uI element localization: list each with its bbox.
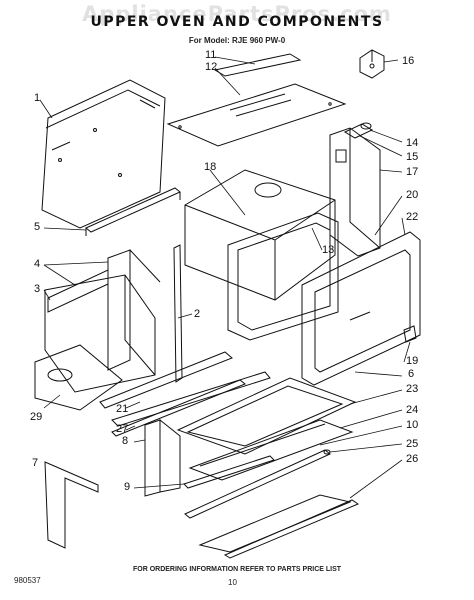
part-7-corner-bracket bbox=[44, 461, 99, 549]
part-5-rail-bracket bbox=[85, 187, 181, 236]
part-13-door-gasket bbox=[227, 212, 339, 341]
callout-24: 24 bbox=[406, 404, 419, 416]
callout-6: 6 bbox=[408, 368, 415, 380]
callout-26: 26 bbox=[406, 453, 419, 465]
page-number: 10 bbox=[228, 578, 237, 587]
callout-13: 13 bbox=[322, 244, 335, 256]
callout-20: 20 bbox=[406, 189, 419, 201]
callout-16: 16 bbox=[402, 55, 415, 67]
callout-29: 29 bbox=[30, 411, 43, 423]
callout-9: 9 bbox=[124, 481, 131, 493]
callout-8: 8 bbox=[122, 435, 129, 447]
callout-10: 10 bbox=[406, 419, 419, 431]
part-11-top-strip bbox=[213, 53, 302, 77]
part-20-door-frame bbox=[301, 231, 421, 386]
part-14-15-light-assembly bbox=[343, 122, 374, 139]
callout-7: 7 bbox=[32, 457, 39, 469]
part-18-oven-cavity bbox=[184, 169, 336, 301]
part-1-rear-panel bbox=[41, 79, 166, 229]
part-16-bracket bbox=[359, 49, 385, 79]
model-line: For Model: RJE 960 PW-0 bbox=[188, 36, 286, 45]
document-number: 980537 bbox=[14, 576, 41, 585]
callout-4: 4 bbox=[34, 258, 41, 270]
part-3-side-shield bbox=[44, 274, 156, 393]
watermark-text: AppliancePartsPros.com bbox=[82, 2, 392, 26]
callout-3: 3 bbox=[34, 283, 41, 295]
part-29-heat-shield bbox=[34, 344, 123, 411]
callout-14: 14 bbox=[406, 137, 419, 149]
callout-25: 25 bbox=[406, 438, 419, 450]
callout-11: 11 bbox=[205, 49, 217, 61]
part-19-hinge-clip bbox=[403, 325, 417, 343]
ordering-note: FOR ORDERING INFORMATION REFER TO PARTS … bbox=[132, 566, 342, 573]
callout-2: 2 bbox=[194, 308, 201, 320]
part-12-top-plate bbox=[166, 83, 347, 147]
part-24-bottom-plate bbox=[188, 419, 354, 481]
part-9-strip bbox=[183, 455, 275, 489]
callout-1: 1 bbox=[34, 92, 41, 104]
callout-18: 18 bbox=[204, 161, 217, 173]
part-4-front-frame bbox=[47, 249, 161, 371]
callout-21: 21 bbox=[116, 403, 129, 415]
part-21-27-lower-rails bbox=[99, 351, 271, 437]
callout-19: 19 bbox=[406, 355, 419, 367]
callout-12: 12 bbox=[205, 61, 218, 73]
part-23-tray bbox=[176, 377, 357, 455]
part-26-bottom-trim bbox=[198, 494, 360, 559]
callout-15: 15 bbox=[406, 151, 419, 163]
part-2-vertical-strip bbox=[173, 244, 183, 383]
part-8-side-strip bbox=[144, 418, 181, 497]
diagram-title: UPPER OVEN AND COMPONENTS bbox=[90, 14, 384, 30]
callout-27: 27 bbox=[116, 423, 129, 435]
callout-22: 22 bbox=[406, 211, 419, 223]
leader-lines bbox=[39, 56, 411, 499]
callout-23: 23 bbox=[406, 383, 419, 395]
callout-17: 17 bbox=[406, 166, 419, 178]
callout-5: 5 bbox=[34, 221, 41, 233]
